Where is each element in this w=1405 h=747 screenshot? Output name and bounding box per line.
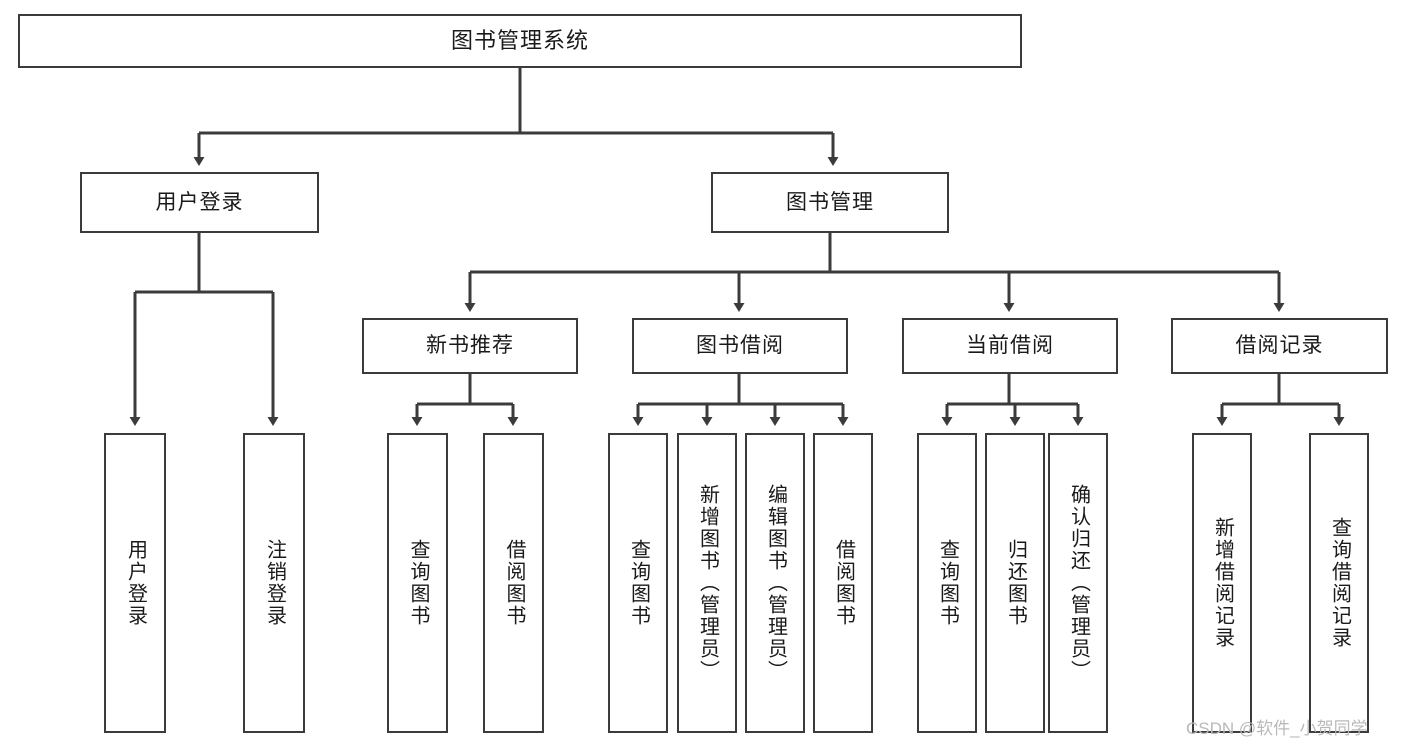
node-book-borrow[interactable]: 图书借阅 xyxy=(632,318,848,374)
leaf-new-book-borrow-label: 借阅图书 xyxy=(503,539,525,627)
leaf-current-borrow-return-label: 归还图书 xyxy=(1004,539,1027,627)
node-book-borrow-label: 图书借阅 xyxy=(696,334,784,358)
node-new-book-recommend-label: 新书推荐 xyxy=(426,334,514,358)
leaf-user-login-login[interactable]: 用户登录 xyxy=(104,433,166,733)
leaf-current-borrow-query[interactable]: 查询图书 xyxy=(917,433,977,733)
leaf-borrow-records-query-label: 查询借阅记录 xyxy=(1328,517,1351,649)
node-root-system-label: 图书管理系统 xyxy=(450,27,589,53)
leaf-book-borrow-add-label: 新增图书（管理员） xyxy=(696,484,719,682)
node-user-login-label: 用户登录 xyxy=(155,190,244,214)
leaf-user-login-logout-label: 注销登录 xyxy=(263,539,286,627)
leaf-book-borrow-borrow-label: 借阅图书 xyxy=(832,539,855,627)
leaf-current-borrow-confirm-return-label: 确认归还（管理员） xyxy=(1067,484,1090,682)
csdn-watermark: CSDN @软件_小贺同学 xyxy=(1186,719,1368,738)
node-new-book-recommend[interactable]: 新书推荐 xyxy=(362,318,578,374)
node-book-management-label: 图书管理 xyxy=(786,190,874,214)
leaf-new-book-borrow[interactable]: 借阅图书 xyxy=(483,433,544,733)
node-borrow-records-label: 借阅记录 xyxy=(1235,334,1324,358)
leaf-borrow-records-query[interactable]: 查询借阅记录 xyxy=(1309,433,1369,733)
leaf-user-login-logout[interactable]: 注销登录 xyxy=(243,433,305,733)
leaf-book-borrow-edit-label: 编辑图书（管理员） xyxy=(764,484,787,682)
node-current-borrow-label: 当前借阅 xyxy=(966,334,1054,358)
node-root-system[interactable]: 图书管理系统 xyxy=(18,14,1022,68)
leaf-new-book-query-label: 查询图书 xyxy=(407,539,429,627)
leaf-user-login-login-label: 用户登录 xyxy=(124,539,147,627)
node-user-login[interactable]: 用户登录 xyxy=(80,172,319,233)
leaf-book-borrow-add[interactable]: 新增图书（管理员） xyxy=(677,433,737,733)
node-current-borrow[interactable]: 当前借阅 xyxy=(902,318,1118,374)
leaf-new-book-query[interactable]: 查询图书 xyxy=(387,433,448,733)
leaf-current-borrow-query-label: 查询图书 xyxy=(936,539,959,627)
leaf-book-borrow-query[interactable]: 查询图书 xyxy=(608,433,668,733)
node-book-management[interactable]: 图书管理 xyxy=(711,172,949,233)
leaf-book-borrow-edit[interactable]: 编辑图书（管理员） xyxy=(745,433,805,733)
leaf-book-borrow-borrow[interactable]: 借阅图书 xyxy=(813,433,873,733)
leaf-current-borrow-return[interactable]: 归还图书 xyxy=(985,433,1045,733)
node-borrow-records[interactable]: 借阅记录 xyxy=(1171,318,1388,374)
leaf-current-borrow-confirm-return[interactable]: 确认归还（管理员） xyxy=(1048,433,1108,733)
leaf-borrow-records-add[interactable]: 新增借阅记录 xyxy=(1192,433,1252,733)
leaf-borrow-records-add-label: 新增借阅记录 xyxy=(1211,517,1234,649)
leaf-book-borrow-query-label: 查询图书 xyxy=(627,539,650,627)
